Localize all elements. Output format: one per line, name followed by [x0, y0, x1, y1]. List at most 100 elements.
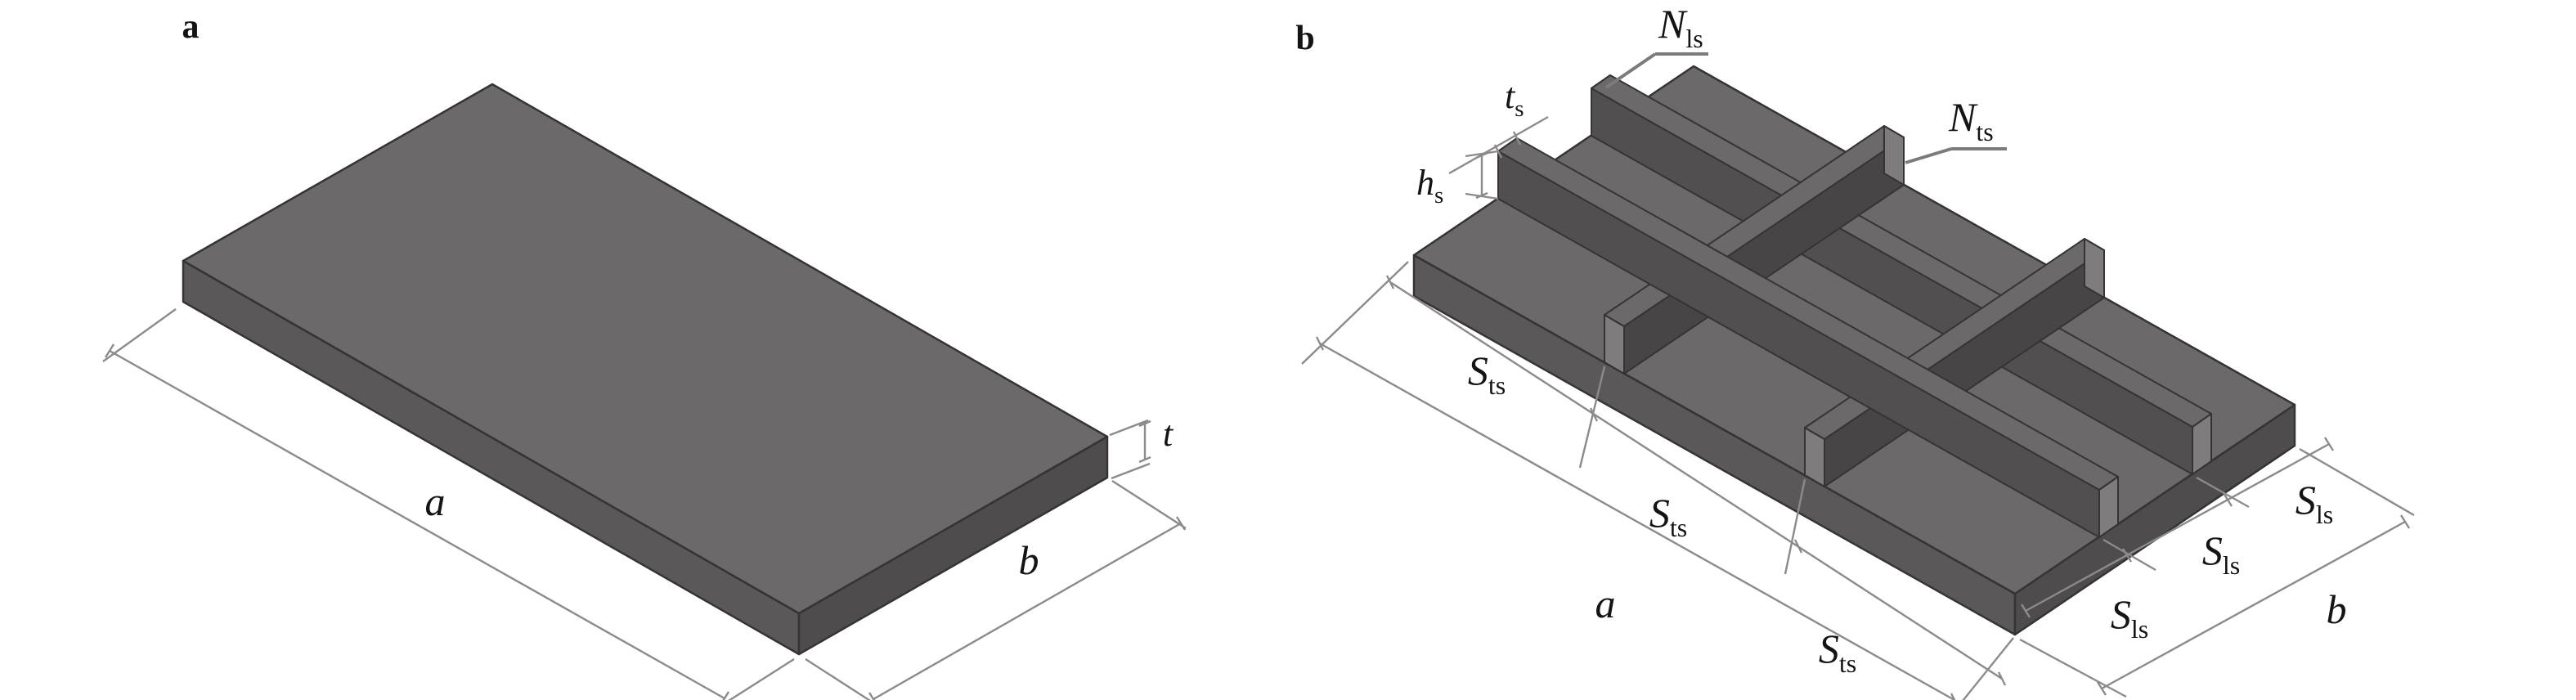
dim-ts-tick-2	[1512, 131, 1522, 146]
leader-n-ts-diagonal	[1905, 147, 1952, 164]
label-s-ls-3-main: S	[2296, 477, 2316, 523]
label-s-ts-3: Sts	[1819, 626, 1856, 678]
dim-b-a-tick-end	[1950, 693, 1956, 700]
dim-b-a-extension-mid2	[1784, 478, 1806, 575]
dim-hs-label-main: h	[1416, 163, 1434, 203]
dim-b-b-extension-left	[2019, 638, 2127, 698]
dim-a-extension-right	[728, 657, 795, 700]
longitudinal-stiffener-1	[1497, 137, 2119, 538]
dim-b-a-extension-left	[1301, 261, 1409, 365]
label-s-ls-2-main: S	[2202, 527, 2223, 573]
longitudinal-stiffener-2-far-end-face	[2192, 413, 2212, 475]
label-s-ts-2: Sts	[1649, 490, 1687, 542]
dim-t-tick-top	[1138, 420, 1151, 428]
dim-ts-label-sub: s	[1515, 96, 1524, 122]
label-s-ts-1-main: S	[1468, 348, 1488, 393]
dim-b-sls-tick-1	[2121, 548, 2133, 563]
dim-b-sls-line	[2025, 442, 2330, 612]
label-s-ls-3: Sls	[2296, 477, 2333, 529]
dim-ts-label: ts	[1505, 76, 1524, 122]
plate-a-top-face	[182, 83, 1109, 615]
label-n-ls-main: N	[1658, 1, 1688, 47]
dim-hs-extension-top	[1465, 150, 1499, 158]
transverse-stiffener-2-far-end-face	[2084, 238, 2105, 298]
dim-b-label-panel-a: b	[1019, 537, 1039, 583]
label-n-ts-main: N	[1948, 94, 1978, 140]
label-s-ls-1-main: S	[2111, 591, 2131, 637]
dimension-a-side-panel-b	[1301, 261, 2014, 700]
dim-b-label-panel-b: b	[2327, 586, 2347, 632]
dim-t-label-panel-a: t	[1163, 414, 1174, 454]
dim-a-line	[109, 349, 725, 700]
dim-b-sts-tick-3	[1997, 671, 2007, 686]
dim-hs-tick-bottom	[1475, 191, 1488, 200]
dim-b-b-extension-right	[2299, 447, 2415, 517]
label-s-ls-2: Sls	[2202, 527, 2240, 580]
dim-t-extension-bottom	[1111, 462, 1151, 480]
dimension-b-side-panel-b	[2019, 437, 2415, 698]
dim-b-sts-tick-1	[1589, 407, 1599, 422]
panel-b-label: b	[1295, 20, 1314, 57]
label-s-ts-1: Sts	[1468, 348, 1506, 400]
plate-a-solid	[182, 83, 1109, 656]
dim-b-a-line	[1319, 342, 1955, 700]
transverse-stiffener-1-far-end-face	[1883, 125, 1905, 186]
dim-b-b-tick-start	[2096, 681, 2107, 696]
dim-b-sts-tick-2	[1793, 539, 1803, 554]
panel-a: a a b	[102, 8, 1187, 700]
label-n-ls-sub: ls	[1685, 24, 1703, 53]
label-n-ts-sub: ts	[1976, 117, 1993, 146]
label-n-ls: Nls	[1658, 1, 1703, 53]
dim-hs-tick-top	[1475, 151, 1488, 159]
label-s-ls-2-sub: ls	[2223, 550, 2240, 580]
dim-a-tick-end	[722, 691, 730, 700]
dim-a-extension-left	[102, 308, 177, 362]
dim-hs-label: hs	[1416, 163, 1443, 209]
dim-b-b-line	[2101, 520, 2406, 690]
dim-a-tick-start	[104, 343, 115, 358]
dim-b-line	[873, 522, 1182, 700]
leader-n-ls-diagonal	[1604, 52, 1657, 89]
dim-ts-label-main: t	[1505, 76, 1516, 116]
label-s-ls-3-sub: ls	[2316, 500, 2333, 529]
dim-b-tick-end	[1175, 516, 1187, 531]
dim-t-tick-bottom	[1138, 455, 1151, 464]
dim-t-extension-top	[1109, 419, 1149, 437]
dim-b-a-extension-mid1	[1578, 366, 1606, 469]
label-s-ts-3-main: S	[1819, 626, 1839, 671]
longitudinal-stiffener-2	[1591, 74, 2212, 475]
dimension-a-panel-a	[102, 308, 795, 700]
label-s-ts-2-main: S	[1649, 490, 1670, 536]
leader-n-ts	[1905, 147, 2007, 164]
label-s-ts-1-sub: ts	[1488, 370, 1506, 400]
dim-b-sls-tick-2	[2222, 492, 2233, 507]
dim-a-label-panel-a: a	[425, 478, 446, 524]
dim-b-b-extension-mid2	[2196, 476, 2250, 509]
label-s-ts-3-sub: ts	[1839, 648, 1856, 678]
dimension-t-panel-a	[1109, 419, 1151, 480]
dimension-b-panel-a	[805, 479, 1187, 700]
label-s-ts-2-sub: ts	[1670, 513, 1687, 542]
dim-b-sls-tick-0	[2020, 604, 2031, 618]
dim-ts-line	[1448, 115, 1549, 175]
longitudinal-stiffener-1-far-end-face	[2098, 476, 2119, 538]
dim-b-sts-line	[1389, 280, 2003, 680]
dim-b-sts-tick-0	[1385, 275, 1395, 289]
dimension-hs	[1465, 150, 1499, 200]
leader-n-ls	[1604, 52, 1708, 89]
dim-b-sls-tick-3	[2323, 437, 2335, 451]
dim-a-label-panel-b: a	[1595, 581, 1616, 626]
panel-a-label: a	[182, 8, 200, 46]
dim-b-b-tick-end	[2399, 514, 2411, 529]
label-s-ls-1: Sls	[2111, 591, 2148, 644]
dim-b-tick-start	[868, 692, 876, 700]
label-n-ts: Nts	[1948, 94, 1994, 146]
dim-hs-label-sub: s	[1434, 182, 1443, 209]
panel-b: b	[1295, 1, 2415, 700]
dim-b-extension-right	[1111, 479, 1187, 530]
dim-b-extension-left	[805, 657, 871, 700]
dim-b-a-tick-start	[1315, 336, 1325, 351]
label-s-ls-1-sub: ls	[2131, 614, 2148, 644]
